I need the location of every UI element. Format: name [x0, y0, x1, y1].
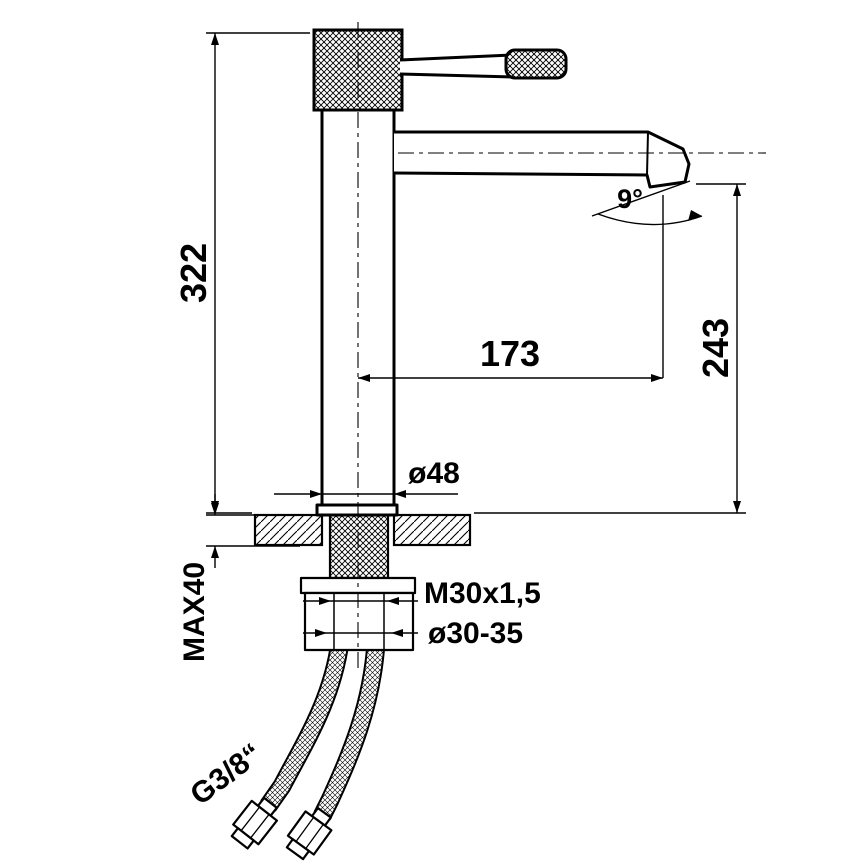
- hose-left-braid: [261, 640, 348, 811]
- spout: [393, 130, 691, 189]
- dimension-base-diameter: ø48: [274, 457, 460, 498]
- dim-label-dia48: ø48: [408, 457, 460, 490]
- hose-right-fitting: [285, 806, 333, 861]
- base-flange: [315, 503, 399, 517]
- dimension-outlet-height: 243: [474, 183, 746, 514]
- lever-rod: [399, 53, 514, 79]
- handle: [399, 48, 568, 80]
- dimension-overall-height: 322: [173, 32, 310, 514]
- lever-grip: [504, 48, 568, 80]
- dim-label-max40: MAX40: [178, 562, 211, 662]
- dim-label-173: 173: [480, 333, 540, 374]
- dimension-max-thickness: MAX40: [178, 494, 300, 662]
- centerlines: [357, 22, 766, 668]
- dimension-mounting-thread: M30x1,5: [303, 577, 541, 610]
- hose-right-braid: [315, 641, 384, 820]
- dim-label-322: 322: [173, 243, 214, 303]
- hose-left-fitting: [230, 796, 279, 850]
- dim-label-9deg: 9°: [617, 184, 643, 214]
- dim-label-m30: M30x1,5: [424, 577, 541, 610]
- supply-hoses: [230, 640, 386, 861]
- annotation-hose-thread: G3/8“: [184, 737, 268, 812]
- spout-outline: [393, 130, 691, 189]
- threaded-shank: [328, 513, 390, 580]
- dim-label-243: 243: [695, 318, 736, 378]
- countertop-section: [253, 513, 472, 547]
- dim-label-g38: G3/8“: [184, 737, 268, 812]
- dimension-spout-reach: 173: [358, 195, 664, 382]
- annotation-spout-angle: 9°: [591, 180, 703, 226]
- dimension-hole-diameter: ø30-35: [303, 617, 523, 650]
- dim-label-dia30-35: ø30-35: [428, 617, 523, 650]
